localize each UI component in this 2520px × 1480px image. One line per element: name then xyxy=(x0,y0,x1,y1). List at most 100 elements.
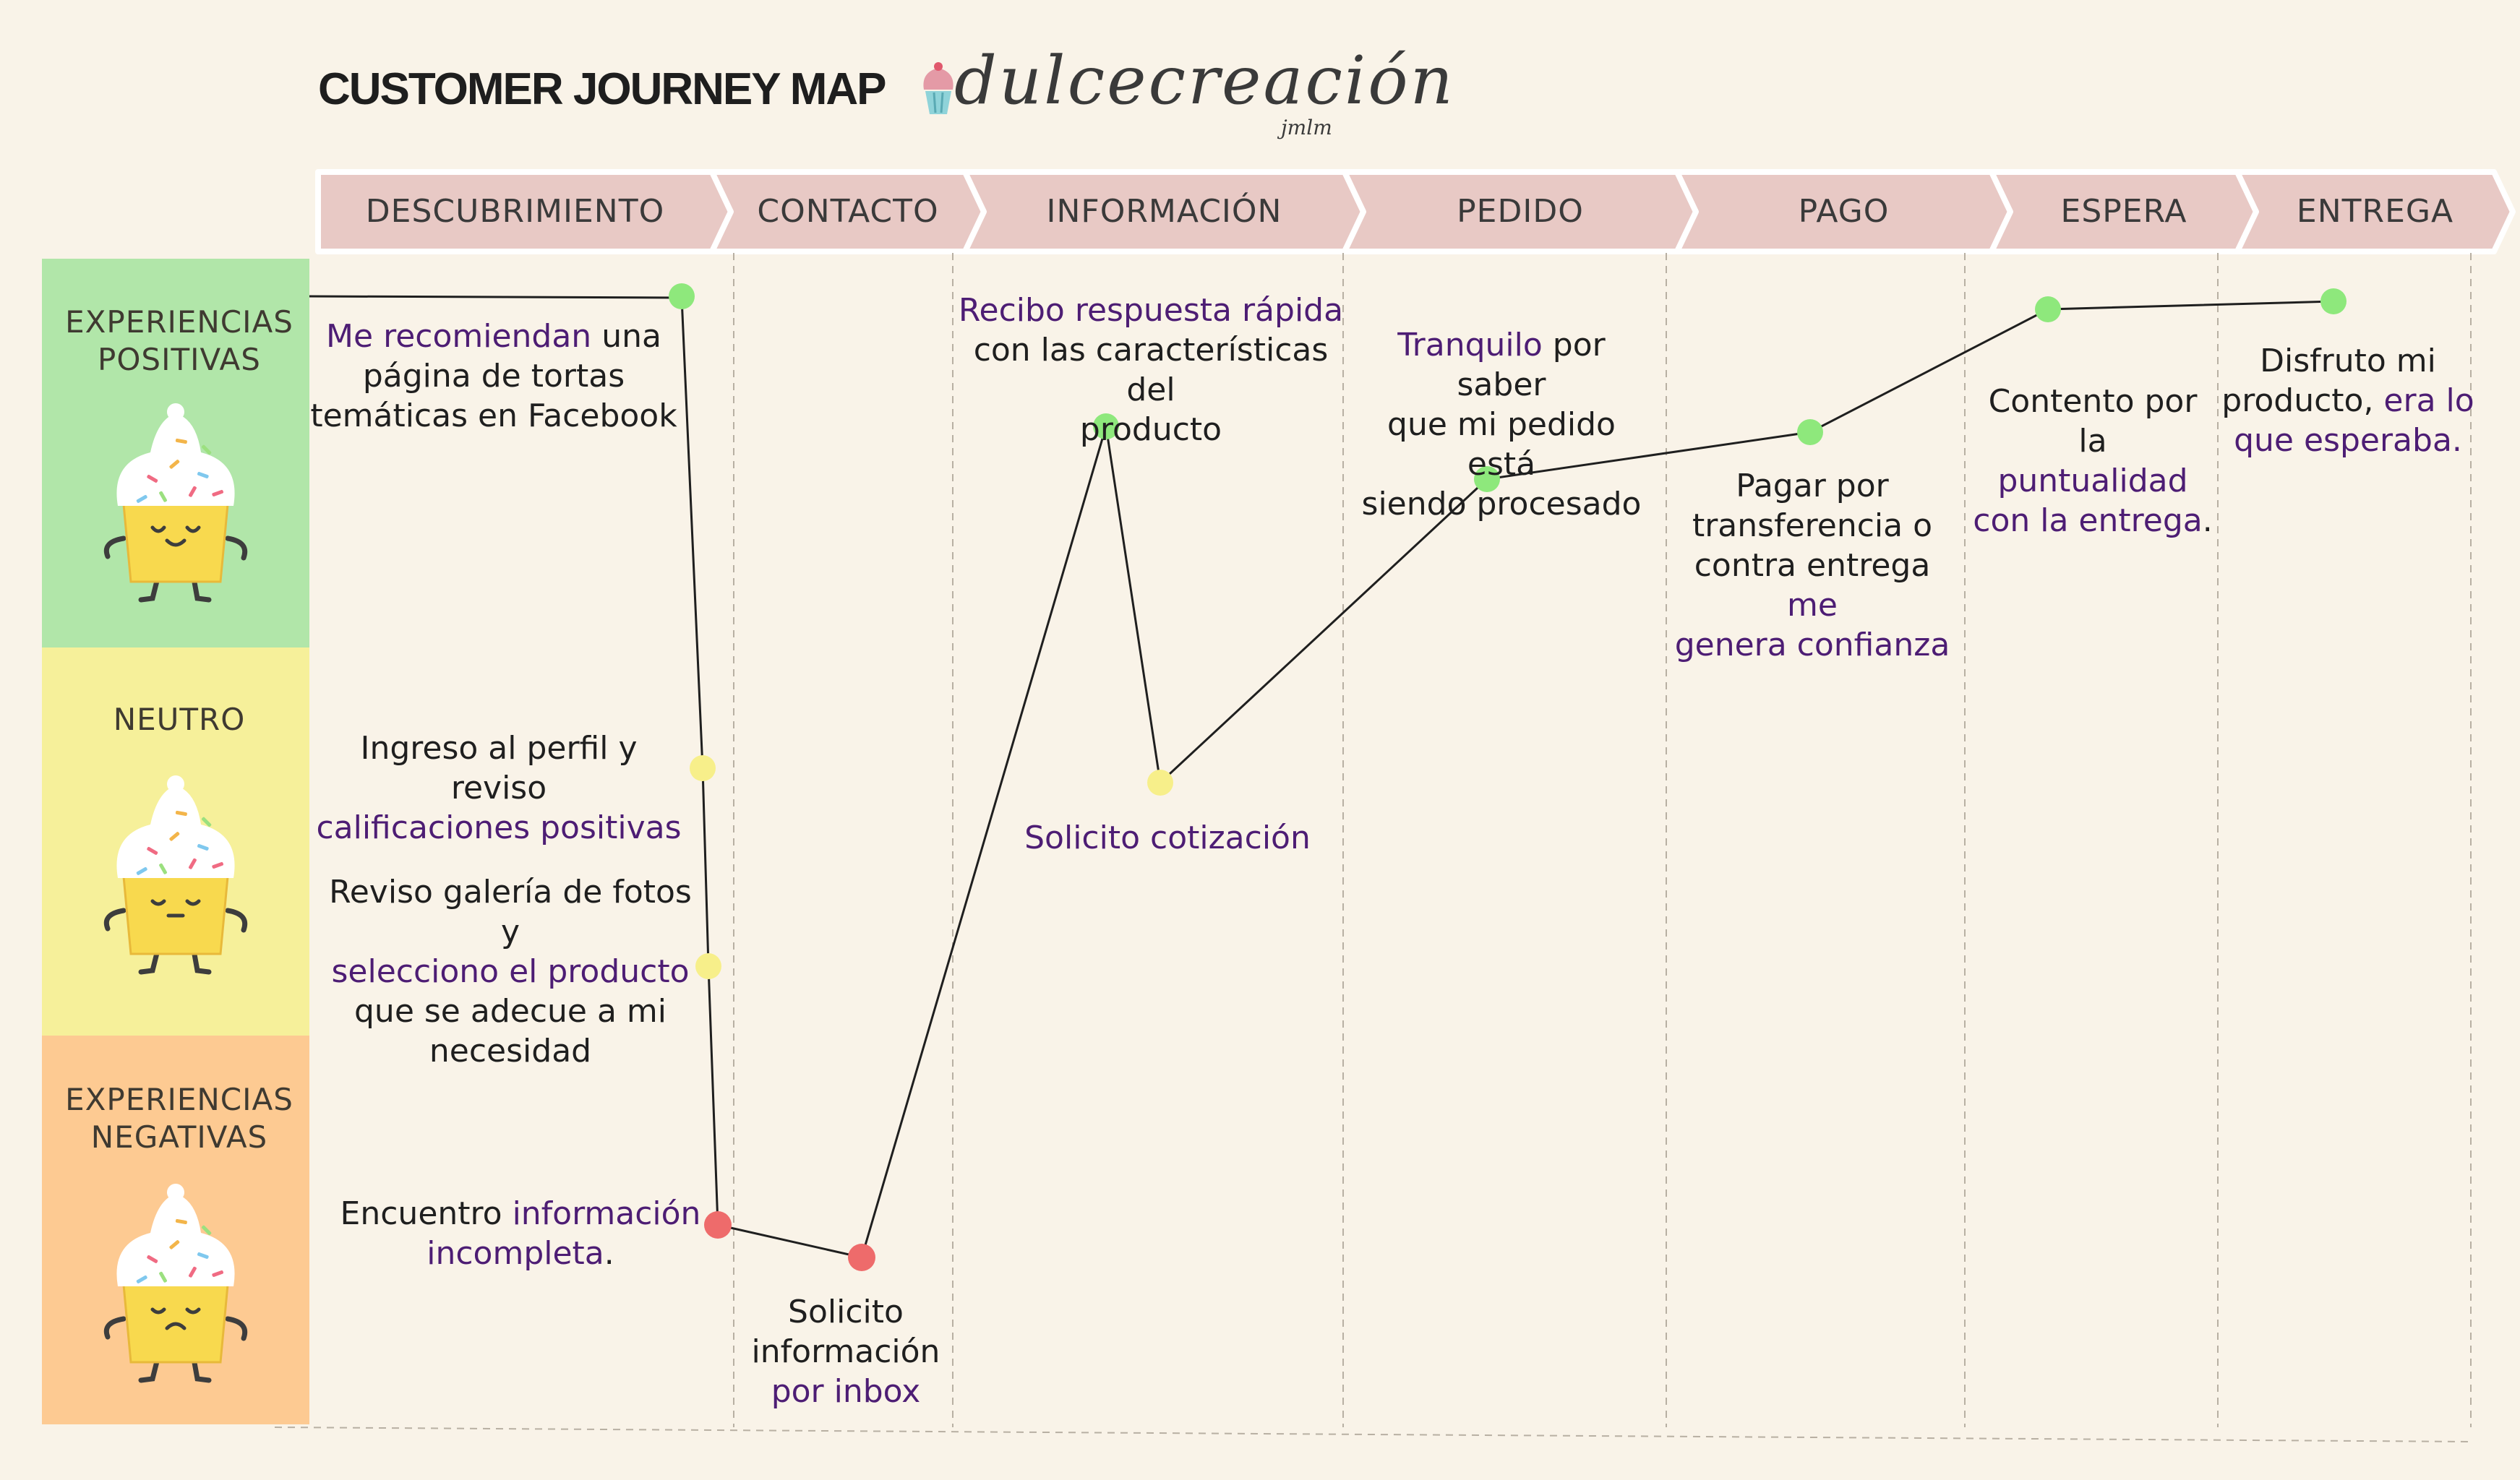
note-text: contra entrega xyxy=(1694,547,1931,584)
cupcake-frosting xyxy=(116,786,235,878)
note-text: . xyxy=(2202,502,2213,539)
note-line: genera confianza xyxy=(1668,625,1957,665)
cupcake-leg xyxy=(138,1356,160,1383)
note-highlight: Tranquilo xyxy=(1397,327,1543,363)
happy-cupcake-icon xyxy=(103,403,248,603)
cupcake-arm xyxy=(225,1316,248,1341)
cupcake-leg xyxy=(138,947,160,975)
note-line: transferencia o xyxy=(1668,506,1957,546)
cupcake-frosting xyxy=(116,1194,235,1286)
stage-label-5: PAGO xyxy=(1798,193,1890,230)
note-line: selecciono el producto xyxy=(315,952,706,991)
cupcake-sprinkle xyxy=(202,1225,212,1235)
journey-line xyxy=(309,295,2334,1259)
stage-label-2: CONTACTO xyxy=(757,193,939,230)
cupcake-sprinkle xyxy=(136,867,147,875)
touchpoint-marker-5 xyxy=(848,1244,875,1271)
note-text: necesidad xyxy=(429,1033,592,1070)
note-text: Contento por la xyxy=(1988,383,2198,460)
note-text: transferencia o xyxy=(1692,507,1933,544)
note-line: Solicito xyxy=(737,1292,954,1332)
cupcake-sprinkle xyxy=(202,444,212,455)
note-text: Disfruto mi xyxy=(2260,343,2436,379)
note-highlight: era lo xyxy=(2383,382,2474,419)
cupcake-sprinkle xyxy=(169,460,180,469)
note-line: puntualidad xyxy=(1970,461,2216,501)
cupcake-arm xyxy=(225,908,248,933)
note-highlight: me xyxy=(1787,587,1838,624)
note-highlight: genera confianza xyxy=(1674,627,1950,663)
touchpoint-note-7: Solicito cotización xyxy=(1008,818,1327,858)
cupcake-sprinkle xyxy=(175,810,187,817)
note-text: Reviso galería de fotos y xyxy=(329,874,692,950)
cupcake-arm xyxy=(103,535,127,559)
note-text: Encuentro xyxy=(340,1195,513,1232)
note-text: producto, xyxy=(2221,382,2384,419)
note-highlight: Solicito cotización xyxy=(1024,819,1311,856)
brand-initials: jmlm xyxy=(1281,116,1332,139)
note-text: información xyxy=(751,1333,940,1370)
touchpoint-marker-4 xyxy=(704,1211,732,1239)
note-line: con las características del xyxy=(956,330,1346,410)
note-text: una xyxy=(591,318,661,355)
note-highlight: selecciono el producto xyxy=(331,953,690,990)
cupcake-sprinkle xyxy=(189,486,197,497)
cupcake-leg xyxy=(138,575,160,603)
neutral-cupcake-icon xyxy=(103,775,248,975)
touchpoint-marker-6 xyxy=(1093,413,1119,439)
cupcake-sprinkle xyxy=(189,1266,197,1278)
band-label-line: NEUTRO xyxy=(113,702,246,737)
note-text: temáticas en Facebook xyxy=(310,397,677,434)
note-line: con la entrega. xyxy=(1970,501,2216,541)
note-highlight: incompleta xyxy=(427,1235,604,1272)
cupcake-sprinkle xyxy=(147,475,158,483)
note-line: Encuentro información xyxy=(333,1194,708,1234)
touchpoint-marker-9 xyxy=(1797,419,1823,445)
note-highlight: por inbox xyxy=(771,1373,921,1410)
cupcake-eye xyxy=(150,1307,166,1315)
cupcake-top xyxy=(167,403,184,421)
cupcake-eye xyxy=(185,1307,201,1315)
note-text: con las características del xyxy=(973,332,1329,408)
note-line: siendo procesado xyxy=(1350,484,1653,524)
touchpoint-marker-10 xyxy=(2035,296,2061,322)
note-highlight: Recibo respuesta rápida xyxy=(958,292,1344,329)
cupcake-eye xyxy=(185,525,201,533)
note-text: por saber xyxy=(1457,327,1606,403)
stage-label-4: PEDIDO xyxy=(1457,193,1584,230)
note-line: información xyxy=(737,1332,954,1372)
brand-logo-text: dulcecreación xyxy=(954,42,1455,119)
note-line: Me recomiendan una xyxy=(291,317,696,356)
band-label-line: POSITIVAS xyxy=(98,342,261,377)
note-text: . xyxy=(604,1235,614,1272)
cupcake-leg xyxy=(191,1356,212,1383)
note-line: necesidad xyxy=(315,1031,706,1071)
sad-cupcake-icon xyxy=(103,1184,248,1383)
touchpoint-marker-7 xyxy=(1147,770,1173,796)
note-text: que se adecue a mi xyxy=(354,993,667,1030)
note-line: temáticas en Facebook xyxy=(291,396,696,436)
cupcake-sprinkle xyxy=(136,494,147,503)
note-highlight: con la entrega xyxy=(1973,502,2203,539)
cupcake-sprinkle xyxy=(212,861,223,869)
note-text: que mi pedido está xyxy=(1387,406,1616,483)
note-text: Solicito xyxy=(788,1294,904,1330)
note-line: Solicito cotización xyxy=(1008,818,1327,858)
note-text: Pagar por xyxy=(1736,468,1889,504)
cupcake-sprinkle xyxy=(147,1255,158,1263)
cupcake-eye xyxy=(150,899,166,906)
cupcake-sprinkle xyxy=(169,1240,180,1249)
band-label-neutral: NEUTRO xyxy=(42,701,317,739)
cupcake-mouth xyxy=(165,1322,187,1330)
note-line: Contento por la xyxy=(1970,382,2216,461)
cupcake-sprinkle xyxy=(169,832,180,841)
note-highlight: Me recomiendan xyxy=(326,318,592,355)
note-line: por inbox xyxy=(737,1372,954,1411)
stage-label-6: ESPERA xyxy=(2060,193,2187,230)
stage-chevron-7 xyxy=(2234,169,2516,254)
